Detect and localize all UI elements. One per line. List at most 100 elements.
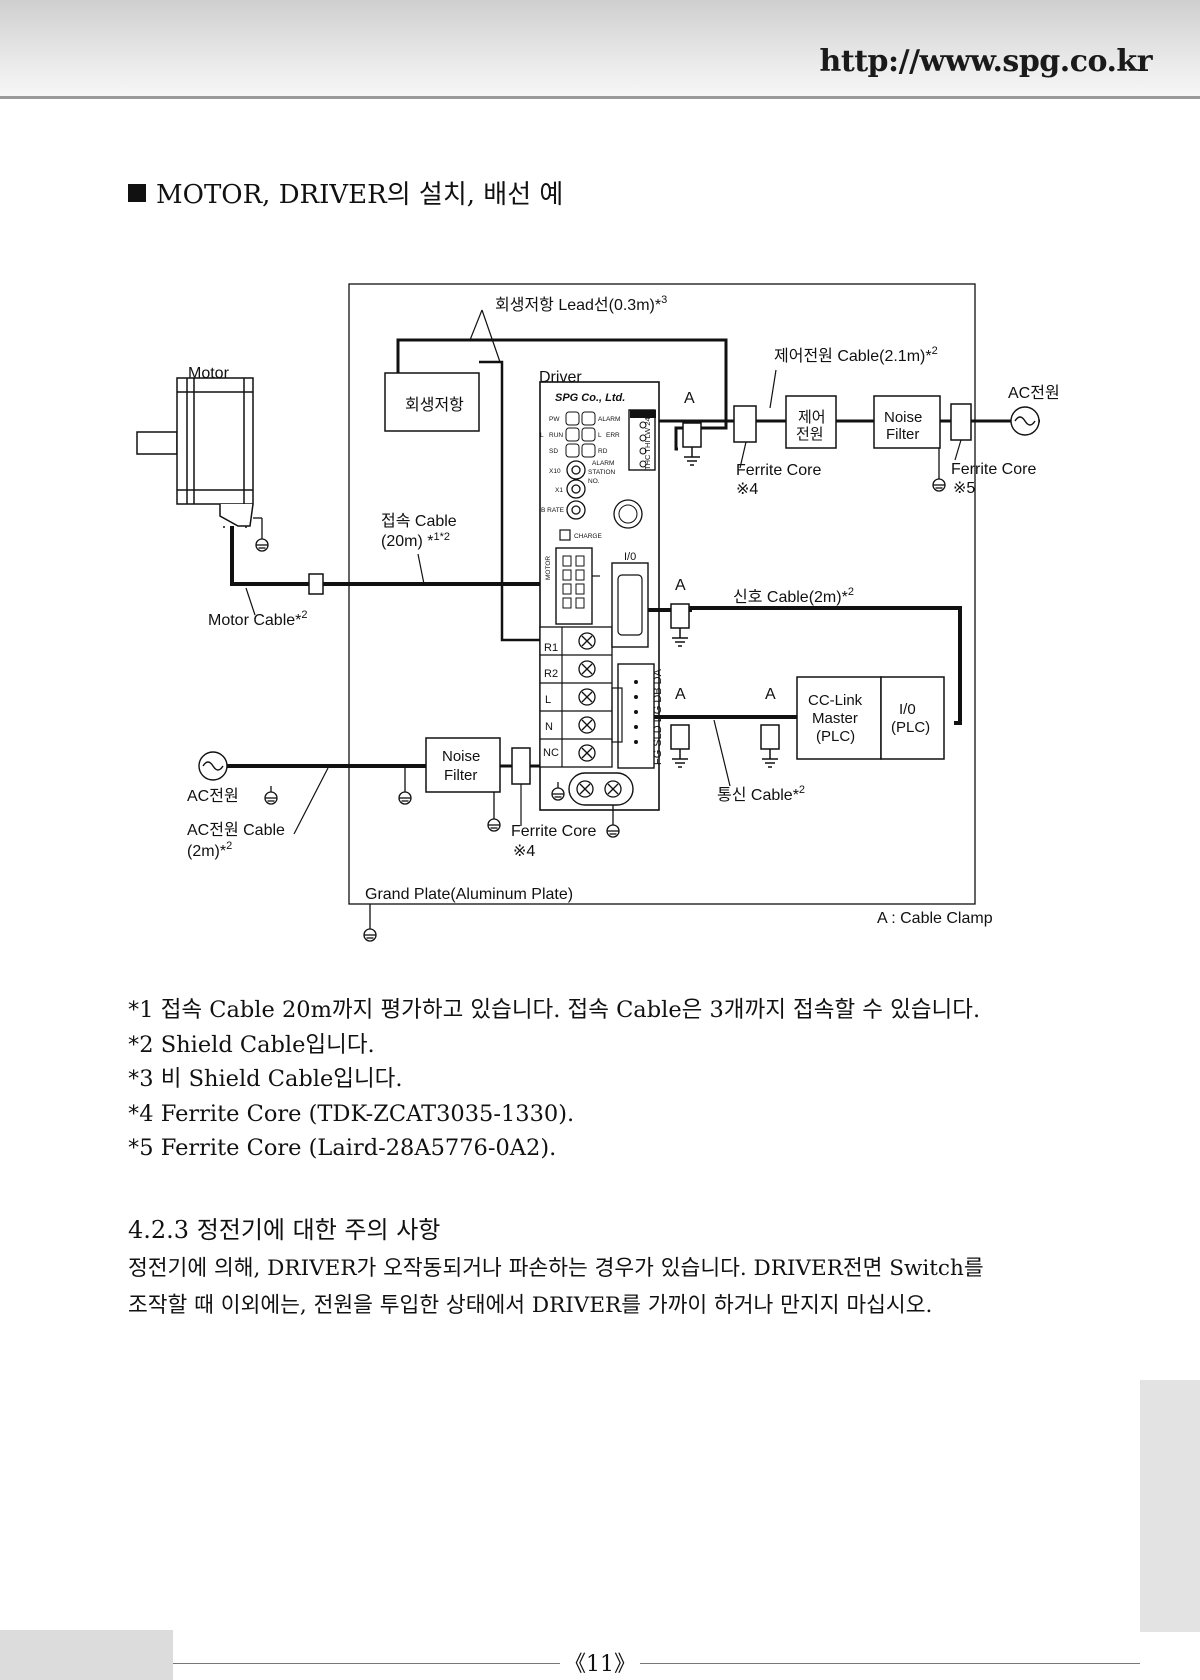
ac-ferrite-icon	[511, 747, 531, 785]
ctrl-noise-line1: Noise	[884, 409, 922, 426]
motor-cable-label: Motor Cable*2	[208, 609, 308, 629]
ctrl-ferrite-label: Ferrite Core	[736, 462, 821, 479]
clamp-a-label: A	[684, 390, 695, 407]
ac-ferrite-note: ※4	[513, 843, 535, 860]
plate-ground-icon	[363, 922, 377, 942]
brand-label: SPG Co., Ltd.	[555, 392, 625, 404]
panel-l2-label: L	[598, 432, 602, 439]
panel-motor-label: MOTOR	[545, 556, 552, 580]
footnote-2: *2 Shield Cable입니다.	[128, 1031, 375, 1058]
ctrl-ferrite2-icon	[950, 403, 972, 441]
panel-no-label: NO.	[588, 478, 600, 485]
ground-plate-label: Grand Plate(Aluminum Plate)	[365, 886, 573, 903]
footnote-1: *1 접속 Cable 20m까지 평가하고 있습니다. 접속 Cable은 3…	[128, 997, 981, 1023]
ac-cable-line1: AC전원 Cable	[187, 821, 285, 839]
panel-pw-label: PW	[549, 416, 560, 423]
square-bullet-icon	[128, 184, 146, 202]
footnotes: *1 접속 Cable 20m까지 평가하고 있습니다. 접속 Cable은 3…	[128, 993, 980, 1166]
cc-link-line1: CC-Link	[808, 692, 863, 709]
comm-clamp2-a-label: A	[765, 686, 776, 703]
panel-l1-label: L	[540, 432, 544, 439]
header-url[interactable]: http://www.spg.co.kr	[819, 44, 1153, 79]
cable-clamp-icon	[682, 422, 702, 466]
panel-nc-label: NC	[543, 747, 559, 759]
panel-r2-label: R2	[544, 668, 558, 680]
conn-cable-line1: 접속 Cable	[381, 512, 457, 530]
ac-filter-ground-icon	[487, 812, 501, 832]
panel-l-label: L	[545, 694, 551, 706]
panel-run-label: RUN	[549, 432, 563, 439]
ctrl-filter-ground-icon	[932, 472, 946, 492]
signal-clamp-icon	[670, 603, 690, 647]
ac-ferrite-label: Ferrite Core	[511, 823, 596, 840]
ac-noise-line1: Noise	[442, 748, 480, 765]
comm-cable-label: 통신 Cable*2	[717, 784, 805, 804]
motor-cable-ferrite-icon	[308, 573, 324, 595]
panel-x10-label: X10	[549, 468, 561, 475]
panel-cn-top-label: THC THI LW 24V	[643, 412, 652, 470]
ac-cable-ground-icon	[398, 785, 412, 805]
ground-plate-outline	[348, 283, 976, 905]
footer-block	[0, 1630, 173, 1680]
signal-clamp-a-label: A	[675, 577, 686, 594]
ctrl-ferrite-icon	[733, 405, 757, 443]
panel-cn-bottom-label: FG SLD DG DB DA	[652, 668, 664, 765]
panel-charge-label: CHARGE	[574, 533, 602, 540]
page-number: 《11》	[560, 1646, 640, 1678]
footer-rule-right	[640, 1663, 1140, 1664]
motor-label: Motor	[188, 365, 230, 382]
ctrl-noise-line2: Filter	[886, 426, 919, 443]
motor-cable-line	[230, 526, 556, 586]
motor-body	[136, 377, 254, 528]
footnote-5: *5 Ferrite Core (Laird-28A5776-0A2).	[128, 1135, 557, 1162]
motor-ground-icon	[255, 532, 269, 552]
footer-rule-left	[173, 1663, 560, 1664]
ac-noise-line2: Filter	[444, 767, 477, 784]
regen-resistor-box	[384, 372, 480, 432]
ctrl-power-line1: 제어	[798, 409, 826, 426]
comm-clamp2-icon	[760, 724, 780, 768]
side-tab	[1140, 1380, 1200, 1632]
panel-brate-label: B RATE	[541, 507, 565, 514]
panel-rd-label: RD	[598, 448, 608, 455]
ctrl-power-line2: 전원	[796, 426, 824, 443]
subsection-title: 4.2.3 정전기에 대한 주의 사항	[128, 1216, 441, 1244]
panel-station-label: STATION	[588, 469, 616, 476]
io-plc-line2: (PLC)	[891, 719, 930, 736]
panel-r1-label: R1	[544, 642, 558, 654]
cc-link-line2: Master	[812, 710, 858, 727]
ctrl-ferrite-note: ※4	[736, 481, 758, 498]
ac-power-left-label: AC전원	[187, 787, 239, 805]
panel-n-label: N	[545, 721, 553, 733]
panel-io-label: I/0	[624, 551, 636, 563]
subsection-paragraph: 정전기에 의해, DRIVER가 오작동되거나 파손하는 경우가 있습니다. D…	[128, 1250, 1108, 1324]
ctrl-ferrite2-note: ※5	[953, 480, 975, 497]
panel-err-label: ERR	[606, 432, 620, 439]
header-band	[0, 0, 1200, 96]
panel-x1-label: X1	[555, 487, 563, 494]
footnote-4: *4 Ferrite Core (TDK-ZCAT3035-1330).	[128, 1100, 575, 1127]
ac-noise-filter-box	[425, 737, 501, 793]
section-title-text: MOTOR, DRIVER의 설치, 배선 예	[156, 180, 564, 210]
clamp-legend-label: A : Cable Clamp	[877, 910, 993, 927]
regen-lead-label: 회생저항 Lead선(0.3m)*3	[495, 294, 667, 314]
regen-lead-wire	[396, 338, 728, 451]
driver-label: Driver	[539, 369, 582, 386]
paragraph-line-2: 조작할 때 이외에는, 전원을 투입한 상태에서 DRIVER를 가까이 하거나…	[128, 1293, 933, 1318]
io-plc-line1: I/0	[899, 701, 916, 718]
conn-cable-line2: (20m) *1*2	[381, 531, 450, 550]
section-title: MOTOR, DRIVER의 설치, 배선 예	[128, 174, 563, 211]
footnote-3: *3 비 Shield Cable입니다.	[128, 1066, 403, 1093]
panel-alarm1-label: ALARM	[598, 416, 620, 423]
ac-power-right-label: AC전원	[1008, 384, 1060, 402]
regen-resistor-label: 회생저항	[405, 396, 464, 414]
driver-bottom-ground-icon	[606, 818, 620, 838]
panel-sd-label: SD	[549, 448, 558, 455]
ctrl-ferrite2-label: Ferrite Core	[951, 461, 1036, 478]
signal-cable-label: 신호 Cable(2m)*2	[733, 586, 854, 606]
comm-clamp1-a-label: A	[675, 686, 686, 703]
panel-alarm2-label: ALARM	[592, 460, 614, 467]
wiring-diagram: 회생저항 Lead선(0.3m)*3 Motor 회생저항 Driver SPG…	[136, 283, 1060, 942]
ac-cable-line2: (2m)*2	[187, 840, 232, 860]
header-rule	[0, 96, 1200, 99]
